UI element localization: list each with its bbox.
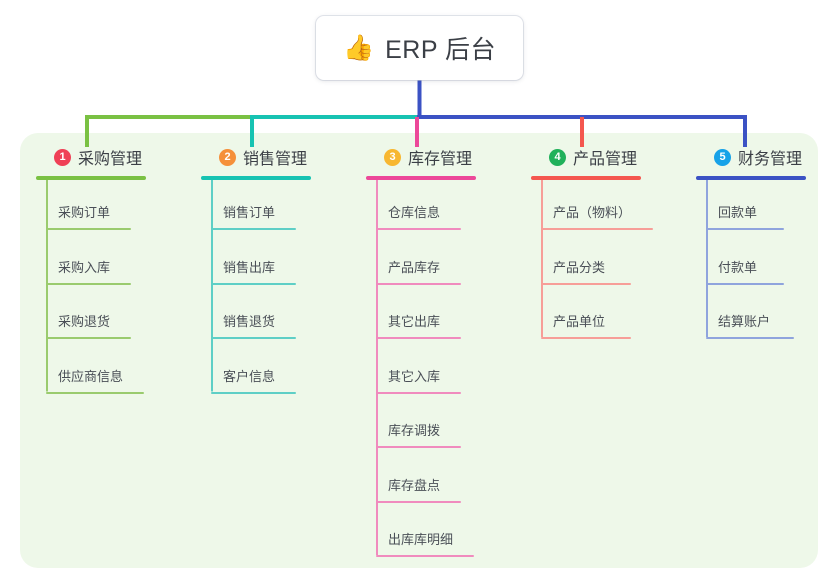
- branch-header-label: 库存管理: [408, 151, 473, 168]
- branch-leaf-label: 结算账户: [718, 314, 771, 329]
- branch-leaf[interactable]: 回款单: [696, 202, 784, 230]
- branch-header-3[interactable]: 3 库存管理: [366, 146, 476, 168]
- branch-leaf-label: 采购退货: [58, 314, 111, 329]
- branch-leaf[interactable]: 库存盘点: [366, 475, 461, 503]
- branch-leaf-rule: [706, 337, 794, 339]
- branch-column-1: 1 采购管理采购订单采购入库采购退货供应商信息: [36, 146, 146, 394]
- branch-leaf-label: 产品单位: [553, 314, 606, 329]
- branch-leaf-rule: [46, 282, 131, 285]
- branch-header-2[interactable]: 2 销售管理: [201, 146, 311, 168]
- branch-header-rule: [36, 176, 146, 180]
- branch-column-5: 5 财务管理回款单付款单结算账户: [696, 146, 806, 339]
- branch-header-label: 销售管理: [243, 151, 308, 168]
- branch-leaf[interactable]: 采购订单: [36, 202, 131, 230]
- branch-leaf-label: 库存调拨: [388, 423, 441, 438]
- branch-number-badge: 1: [54, 148, 71, 166]
- branch-header-label: 财务管理: [738, 151, 803, 168]
- branch-leaf[interactable]: 出库库明细: [366, 529, 474, 557]
- branch-leaf-label: 库存盘点: [388, 477, 441, 493]
- branch-header-4[interactable]: 4 产品管理: [531, 146, 641, 168]
- branch-leaf[interactable]: 客户信息: [201, 366, 296, 394]
- diagram-panel-background: [20, 133, 818, 568]
- branch-column-4: 4 产品管理产品（物料） 产品分类产品单位: [531, 146, 653, 339]
- branch-leaf[interactable]: 其它出库: [366, 311, 461, 339]
- branch-leaf-rule: [211, 337, 296, 339]
- branch-leaf-rule: [376, 282, 461, 285]
- branch-leaf-label: 出库库明细: [388, 532, 454, 547]
- branch-leaf-rule: [211, 282, 296, 285]
- branch-header-5[interactable]: 5 财务管理: [696, 146, 806, 168]
- branch-leaf-rule: [541, 337, 631, 339]
- branch-leaf[interactable]: 销售订单: [201, 202, 296, 230]
- branch-header-rule: [531, 176, 641, 180]
- branch-leaf[interactable]: 销售退货: [201, 311, 296, 339]
- branch-header-rule: [366, 176, 476, 180]
- branch-leaf[interactable]: 产品库存: [366, 257, 461, 285]
- branch-leaf[interactable]: 付款单: [696, 257, 784, 285]
- branch-leaf-label: 客户信息: [223, 368, 276, 384]
- branch-leaf-label: 采购入库: [58, 259, 111, 275]
- branch-leaf-label: 回款单: [718, 205, 758, 220]
- branch-leaf-label: 仓库信息: [388, 205, 441, 220]
- branch-leaf-rule: [211, 228, 296, 230]
- branch-leaf-label: 产品（物料）: [553, 205, 632, 220]
- branch-leaf[interactable]: 销售出库: [201, 257, 296, 285]
- branch-leaf[interactable]: 供应商信息: [36, 366, 144, 394]
- branch-leaf-rule: [541, 228, 653, 230]
- branch-number-badge: 2: [219, 148, 236, 166]
- root-node-label: ERP 后台: [385, 36, 497, 64]
- branch-leaf[interactable]: 采购入库: [36, 257, 131, 285]
- branch-leaf-label: 销售订单: [223, 205, 276, 220]
- branch-leaf-label: 销售退货: [223, 314, 276, 329]
- branch-leaf-rule: [376, 555, 474, 557]
- branch-header-label: 产品管理: [573, 151, 638, 168]
- branch-leaf-rule: [376, 337, 461, 339]
- branch-leaf-rule: [46, 391, 144, 394]
- branch-leaf-rule: [706, 282, 784, 285]
- branch-header-1[interactable]: 1 采购管理: [36, 146, 146, 168]
- branch-leaf-rule: [46, 337, 131, 339]
- branch-leaf-rule: [376, 500, 461, 503]
- branch-leaf-label: 供应商信息: [58, 368, 124, 384]
- branch-leaf-label: 其它入库: [388, 368, 441, 384]
- branch-number-badge: 5: [714, 148, 731, 166]
- branch-leaf-rule: [376, 228, 461, 230]
- branch-leaf-rule: [376, 446, 461, 448]
- branch-leaf-label: 产品分类: [553, 259, 606, 275]
- branch-leaf[interactable]: 产品分类: [531, 257, 631, 285]
- branch-leaf-rule: [541, 282, 631, 285]
- branch-leaf[interactable]: 仓库信息: [366, 202, 461, 230]
- branch-leaf[interactable]: 结算账户: [696, 311, 794, 339]
- branch-header-label: 采购管理: [78, 151, 143, 168]
- thumbs-up-icon: 👍: [342, 33, 375, 62]
- branch-leaf-label: 采购订单: [58, 205, 111, 220]
- branch-leaf-rule: [706, 228, 784, 230]
- branch-leaf-label: 销售出库: [223, 259, 276, 275]
- branch-leaf[interactable]: 其它入库: [366, 366, 461, 394]
- branch-leaf-label: 其它出库: [388, 314, 441, 329]
- branch-leaf[interactable]: 采购退货: [36, 311, 131, 339]
- branch-leaf[interactable]: 库存调拨: [366, 420, 461, 448]
- branch-header-rule: [696, 176, 806, 180]
- branch-column-3: 3 库存管理仓库信息产品库存其它出库其它入库库存调拨库存盘点出库库明细: [366, 146, 476, 557]
- branch-number-badge: 4: [549, 148, 566, 166]
- branch-leaf-label: 产品库存: [388, 259, 441, 275]
- branch-leaf[interactable]: 产品单位: [531, 311, 631, 339]
- branch-column-2: 2 销售管理销售订单销售出库销售退货客户信息: [201, 146, 311, 394]
- branch-leaf-rule: [211, 391, 296, 394]
- branch-leaf[interactable]: 产品（物料）: [531, 202, 653, 230]
- branch-leaf-label: 付款单: [718, 259, 758, 275]
- root-node[interactable]: 👍 ERP 后台: [316, 16, 523, 80]
- branch-number-badge: 3: [384, 148, 401, 166]
- branch-header-rule: [201, 176, 311, 180]
- branch-leaf-rule: [376, 391, 461, 394]
- branch-leaf-rule: [46, 228, 131, 230]
